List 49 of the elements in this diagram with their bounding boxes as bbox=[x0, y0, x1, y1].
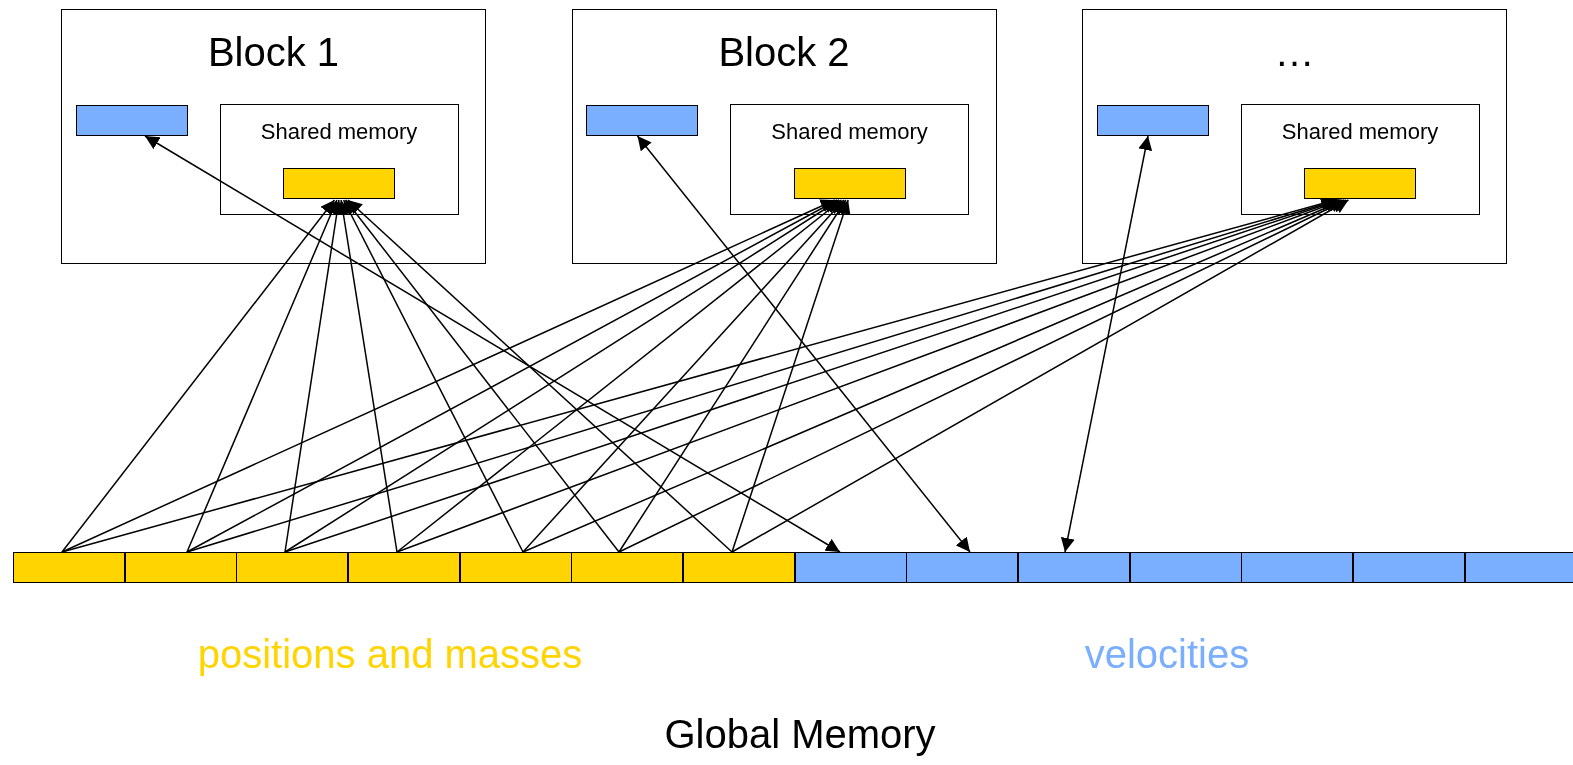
memory-cell bbox=[236, 552, 348, 583]
arrow bbox=[522, 199, 845, 553]
memory-slot bbox=[75, 104, 188, 136]
block-title: Block 1 bbox=[206, 29, 341, 76]
memory-cell bbox=[1353, 552, 1465, 583]
arrow bbox=[636, 135, 971, 553]
arrow bbox=[284, 199, 840, 553]
memory-cell bbox=[906, 552, 1018, 583]
arrow bbox=[731, 199, 1350, 553]
memory-cell bbox=[1018, 552, 1130, 583]
memory-cell bbox=[1130, 552, 1242, 583]
region-label: velocities bbox=[1083, 631, 1251, 678]
region-label: positions and masses bbox=[196, 631, 584, 678]
arrow bbox=[61, 199, 336, 553]
arrow bbox=[342, 199, 524, 553]
arrow bbox=[144, 135, 841, 553]
memory-cell bbox=[125, 552, 237, 583]
memory-cell bbox=[460, 552, 572, 583]
shared-memory-title: Shared memory bbox=[1280, 118, 1440, 145]
shared-memory-box bbox=[219, 103, 459, 215]
memory-cell bbox=[683, 552, 795, 583]
memory-slot bbox=[1304, 168, 1416, 199]
memory-slot bbox=[793, 168, 906, 199]
memory-cell bbox=[1465, 552, 1573, 583]
memory-cell bbox=[13, 552, 125, 583]
arrow bbox=[344, 199, 620, 553]
block-box bbox=[61, 9, 486, 264]
memory-slot bbox=[1096, 104, 1209, 136]
arrow bbox=[186, 199, 338, 553]
block-box bbox=[1082, 9, 1507, 264]
block-title: … bbox=[1273, 29, 1316, 76]
memory-slot bbox=[586, 104, 698, 136]
shared-memory-title: Shared memory bbox=[259, 118, 419, 145]
memory-slot bbox=[283, 168, 395, 199]
arrow bbox=[396, 199, 843, 553]
memory-cell bbox=[795, 552, 907, 583]
memory-cell bbox=[1241, 552, 1353, 583]
arrow bbox=[618, 199, 847, 553]
memory-cell bbox=[571, 552, 683, 583]
memory-cell bbox=[348, 552, 460, 583]
shared-memory-box bbox=[1240, 103, 1480, 215]
arrow bbox=[347, 199, 733, 553]
block-title: Block 2 bbox=[717, 29, 851, 76]
arrow bbox=[1060, 135, 1153, 553]
shared-memory-box bbox=[730, 103, 969, 215]
arrow bbox=[731, 199, 851, 553]
shared-memory-title: Shared memory bbox=[770, 118, 929, 145]
memory-title: Global Memory bbox=[663, 711, 937, 758]
block-box bbox=[571, 9, 997, 264]
